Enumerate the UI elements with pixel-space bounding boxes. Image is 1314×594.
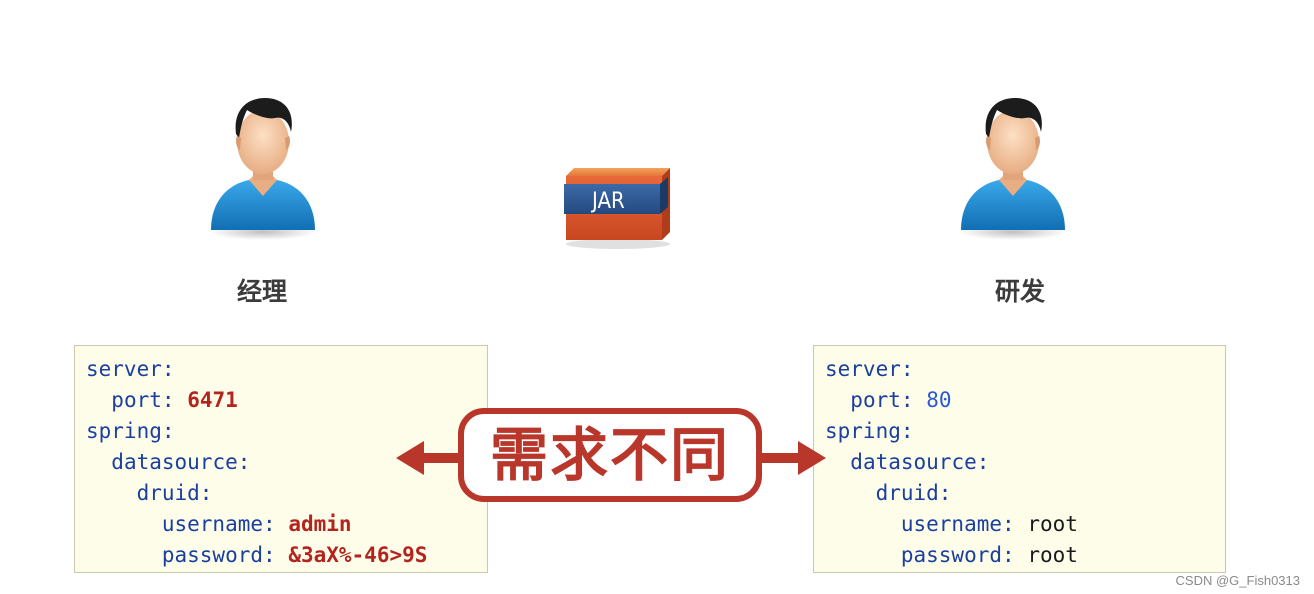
config-key: port xyxy=(111,388,162,412)
config-line: druid: xyxy=(136,481,213,505)
config-key: username xyxy=(900,512,1003,536)
config-value: 80 xyxy=(926,388,952,412)
config-key: spring xyxy=(825,419,901,443)
config-value: root xyxy=(1027,512,1078,536)
arrow-left-icon xyxy=(396,441,460,475)
config-line: username: root xyxy=(900,512,1078,536)
callout-text: 需求不同 xyxy=(489,421,730,489)
config-line: port: 80 xyxy=(850,388,952,412)
config-value: root xyxy=(1027,543,1078,567)
config-key: password xyxy=(161,543,264,567)
config-line: username: admin xyxy=(161,512,352,536)
config-line: spring: xyxy=(86,419,175,443)
requirement-diff-callout: 需求不同 xyxy=(458,408,762,502)
developer-config-panel: server: port: 80 spring: datasource: drui… xyxy=(813,345,1226,573)
config-value: &3aX%-46>9S xyxy=(288,543,428,567)
arrow-right-icon xyxy=(762,441,826,475)
config-line: server: xyxy=(86,357,175,381)
config-key: username xyxy=(161,512,264,536)
developer-avatar-icon xyxy=(953,92,1073,242)
config-line: datasource: xyxy=(850,450,990,474)
config-key: datasource xyxy=(850,450,977,474)
config-key: server xyxy=(86,357,162,381)
config-line: password: root xyxy=(900,543,1078,567)
config-key: spring xyxy=(86,419,162,443)
config-line: druid: xyxy=(875,481,952,505)
config-key: datasource xyxy=(111,450,238,474)
config-key: server xyxy=(825,357,901,381)
manager-label: 经理 xyxy=(236,277,287,306)
config-key: port xyxy=(850,388,901,412)
config-key: password xyxy=(900,543,1003,567)
config-line: datasource: xyxy=(111,450,251,474)
config-value: admin xyxy=(288,512,352,536)
watermark: CSDN @G_Fish0313 xyxy=(1175,573,1300,588)
jar-box-icon: JAR xyxy=(560,164,678,250)
config-key: druid xyxy=(136,481,200,505)
config-value: 6471 xyxy=(187,388,238,412)
config-line: port: 6471 xyxy=(111,388,238,412)
jar-label: JAR xyxy=(590,189,625,214)
config-key: druid xyxy=(875,481,939,505)
config-line: spring: xyxy=(825,419,914,443)
config-line: password: &3aX%-46>9S xyxy=(161,543,428,567)
manager-avatar-icon xyxy=(203,92,323,242)
developer-label: 研发 xyxy=(994,277,1045,306)
config-line: server: xyxy=(825,357,914,381)
